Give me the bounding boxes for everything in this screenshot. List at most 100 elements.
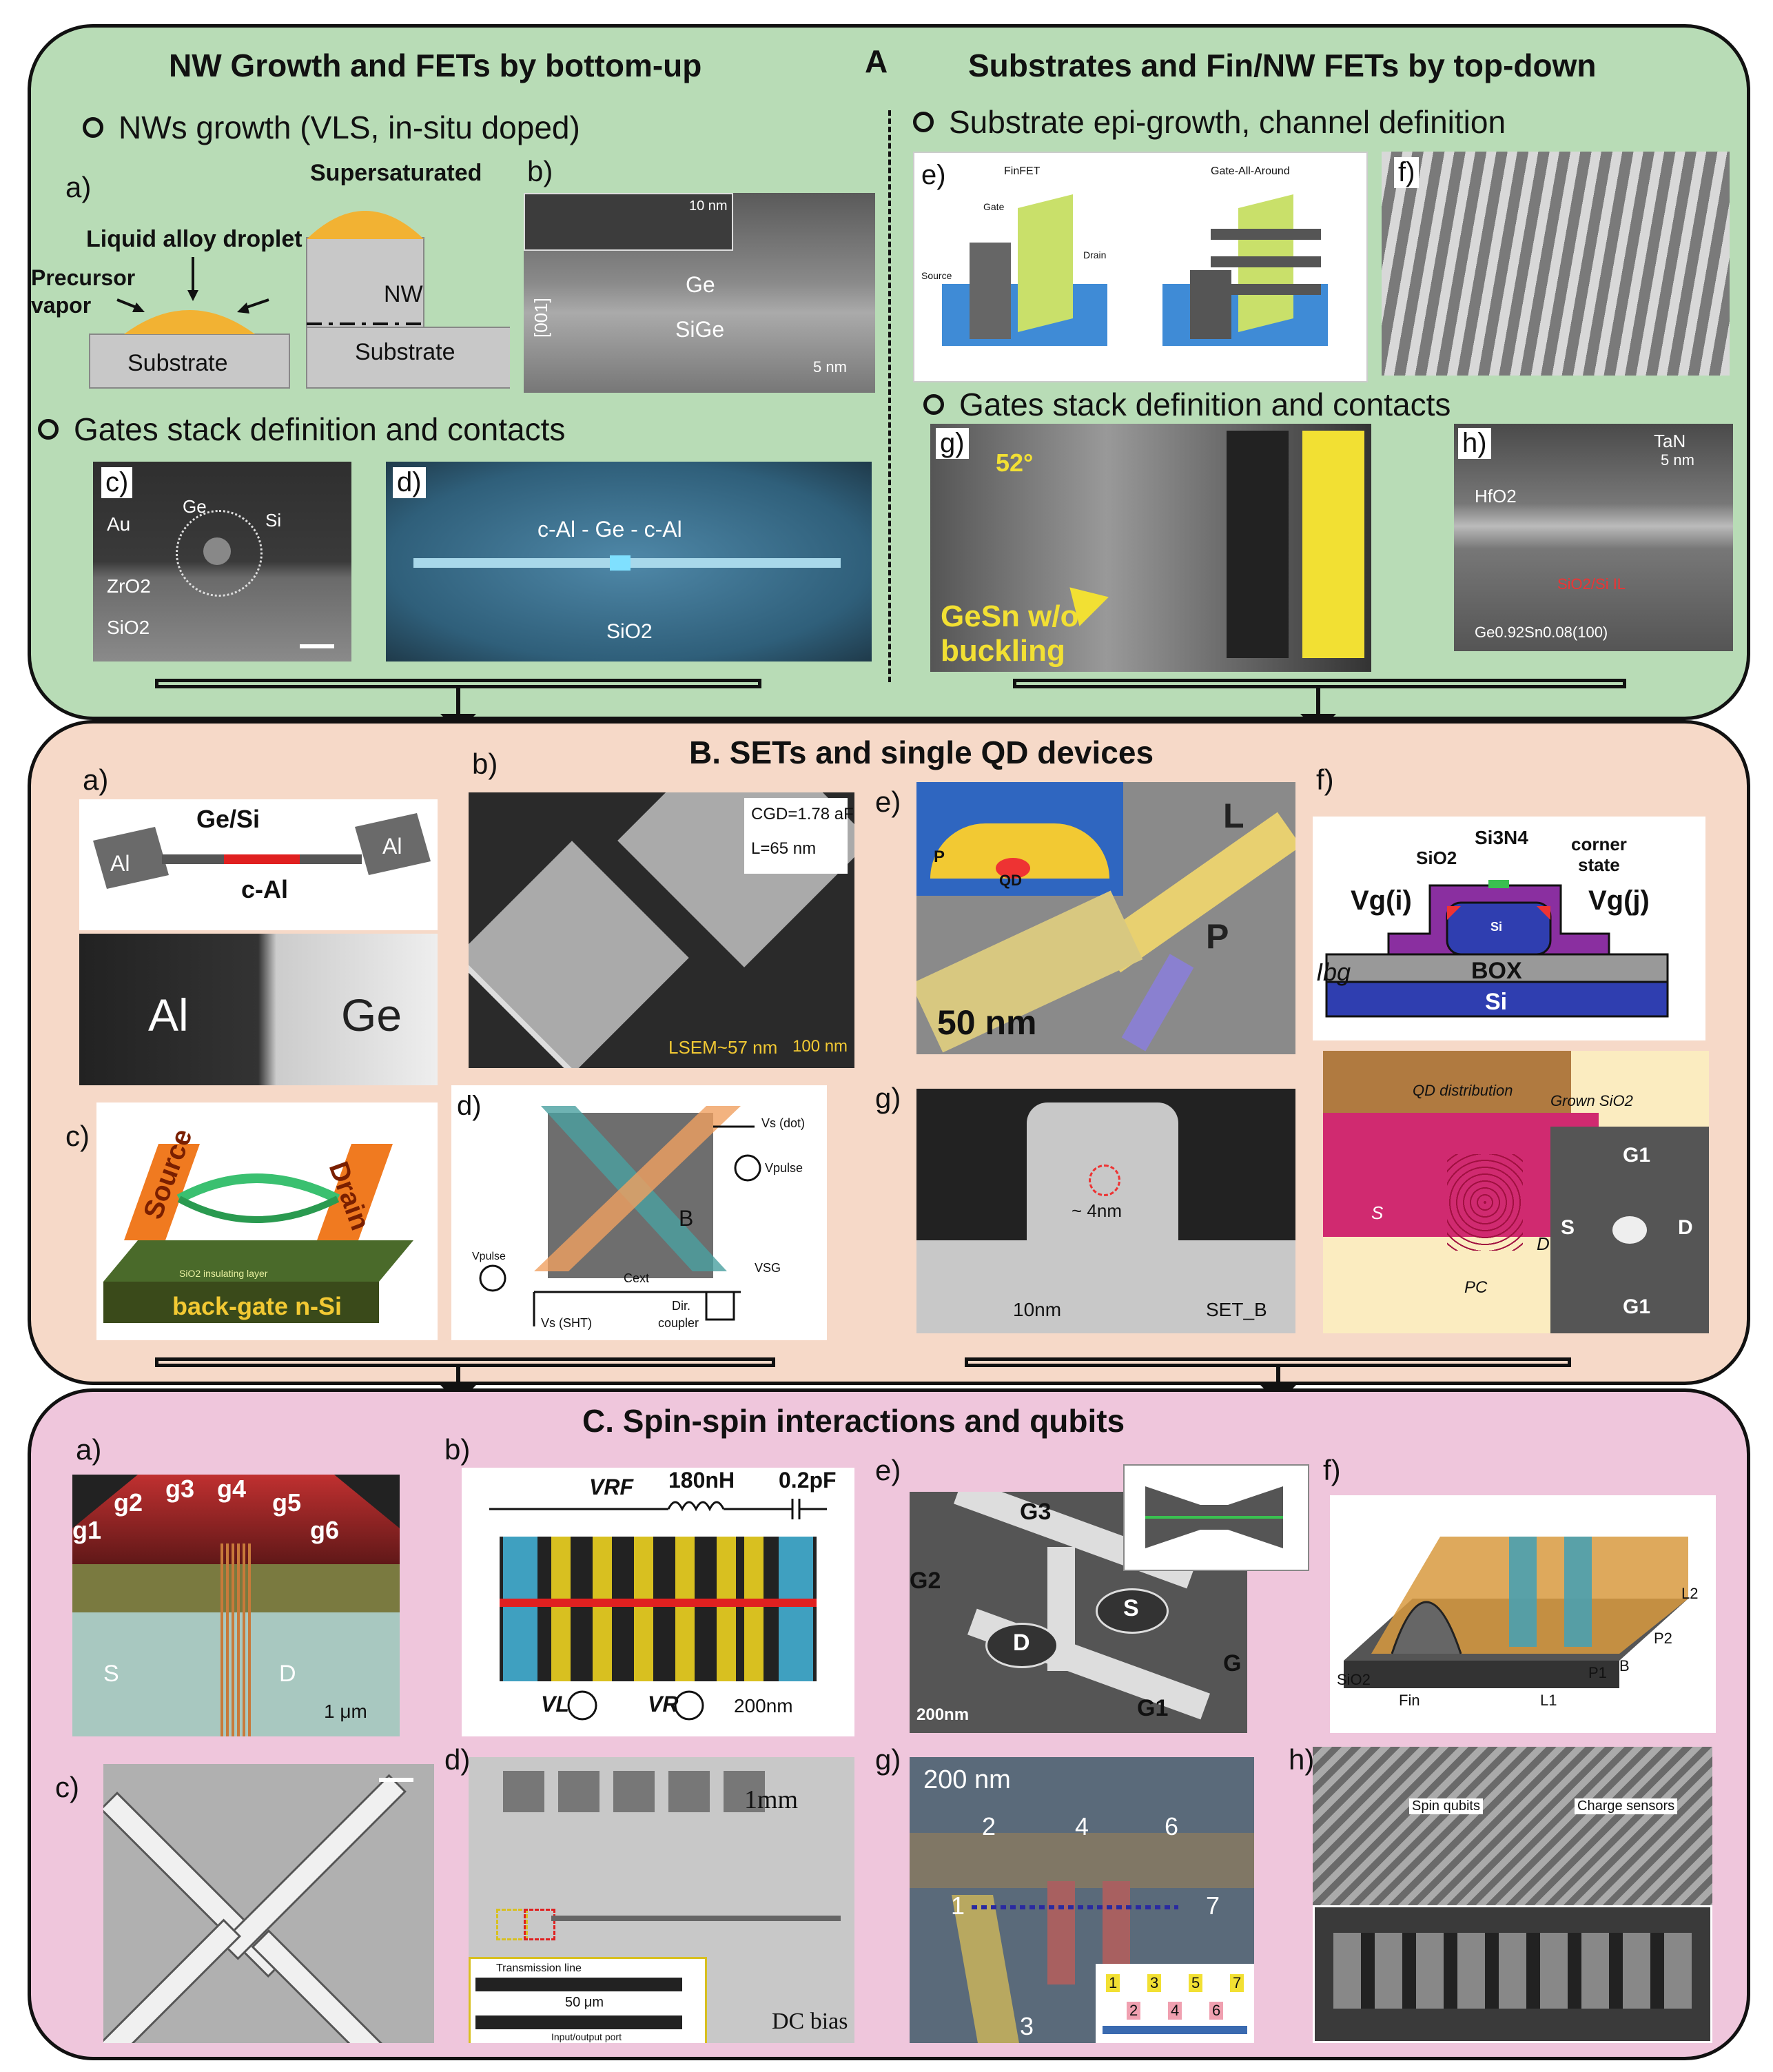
coupler-label: coupler (658, 1316, 699, 1330)
capacitor-label: 0.2pF (779, 1468, 837, 1493)
inductor-label: 180nH (668, 1468, 735, 1493)
al-label: Al (110, 851, 130, 876)
box-label: BOX (1471, 958, 1522, 984)
subheading-gates-left: Gates stack definition and contacts (38, 411, 565, 448)
gesn-label: GeSn w/o (941, 599, 1079, 633)
vapor-label: vapor (31, 293, 92, 318)
gate-array-false-color-image: 200 nm 2 4 6 1 7 3 1 3 5 7 2 4 6 (910, 1757, 1254, 2043)
connector-stem (456, 688, 460, 715)
panel-b-e-label: e) (875, 786, 901, 818)
source-label: Source (921, 270, 952, 281)
state-label: state (1578, 854, 1620, 875)
bullet-icon (38, 418, 59, 440)
g1-label: G1 (1137, 1695, 1169, 1721)
g6-label: g6 (310, 1516, 340, 1544)
g-label: G (1223, 1650, 1242, 1676)
panel-c-h-label: h) (1289, 1743, 1315, 1776)
inset-2-label: 2 (1127, 2002, 1141, 2020)
insulating-layer-label: SiO2 insulating layer (179, 1268, 268, 1279)
connector-stem (1276, 1366, 1280, 1387)
inset-3-label: 3 (1147, 1974, 1162, 1992)
connector-stem (456, 1366, 460, 1387)
g2-label: G2 (910, 1568, 941, 1594)
fin-array-sem-image: f) (1382, 152, 1730, 376)
length-label: 50 μm (565, 1995, 604, 2010)
g3-label: G3 (1020, 1499, 1052, 1525)
vpulse-label: Vpulse (472, 1251, 506, 1262)
connector-bar (155, 679, 761, 688)
vsg-label: VSG (755, 1261, 781, 1275)
al-ge-device-schematic: Ge/Si Al Al c-Al (79, 799, 438, 930)
axis-label: [001] (531, 298, 551, 338)
sio2-label: SiO2 (107, 617, 150, 638)
subheading-gates-right: Gates stack definition and contacts (923, 386, 1451, 423)
scale-label: 10nm (1013, 1299, 1062, 1320)
l1-label: L1 (1540, 1692, 1557, 1709)
panel-a-f-label: f) (1394, 157, 1420, 188)
pc-label: PC (1464, 1278, 1488, 1297)
cal-label: c-Al (241, 875, 289, 903)
inset-4-label: 4 (1168, 2002, 1182, 2020)
sio2-label: SiO2 (606, 620, 653, 643)
ge-label: Ge (183, 496, 207, 517)
g2-label: g2 (114, 1488, 143, 1517)
port-label: Input/output port (551, 2031, 622, 2042)
s-label: S (1123, 1595, 1139, 1621)
qd-label: QD (999, 872, 1022, 889)
buckling-label: buckling (941, 634, 1065, 668)
panel-c-e-label: e) (875, 1454, 901, 1486)
crossed-nanowire-image (103, 1764, 434, 2043)
inset-5-label: 5 (1189, 1974, 1203, 1992)
si-label: Si (1490, 920, 1503, 934)
section-b-title: B. SETs and single QD devices (689, 735, 1154, 770)
vgi-label: Vg(i) (1351, 885, 1412, 916)
device-inset-schematic (1123, 1464, 1309, 1571)
inset-7-label: 7 (1230, 1974, 1244, 1992)
panel-c-a-label: a) (76, 1433, 102, 1466)
scale-label: 200 nm (923, 1765, 1011, 1794)
bullet-icon (83, 116, 103, 138)
l-label: L (1223, 797, 1244, 835)
al-label: Al (382, 834, 402, 859)
subheading-substrate: Substrate epi-growth, channel definition (913, 103, 1506, 141)
s-label: S (1561, 1216, 1575, 1239)
inset-6-label: 6 (1209, 2002, 1224, 2020)
spin-qubit-chip-image: Spin qubits Charge sensors (1313, 1747, 1712, 2043)
l2-label: L2 (1681, 1585, 1699, 1602)
grown-sio2-label: Grown SiO2 (1550, 1092, 1633, 1109)
panel-b-g-label: g) (875, 1082, 901, 1114)
panel-a-e-label: e) (921, 160, 946, 190)
panel-a-g-label: g) (936, 428, 969, 459)
ibg-label: Ibg (1316, 958, 1351, 986)
gate-array-sem-image: g1 g2 g3 g4 g5 g6 S D 1 μm (72, 1475, 400, 1736)
gate-label: Gate (983, 201, 1005, 212)
scale-label: 200nm (916, 1705, 970, 1724)
gate-1-label: 1 (951, 1891, 965, 1920)
al-ge-interface-image: Al Ge (79, 934, 438, 1085)
tan-label: TaN (1654, 431, 1686, 451)
cal-ge-cal-label: c-Al - Ge - c-Al (537, 517, 682, 542)
supersaturated-label: Supersaturated (310, 160, 482, 186)
subheading-text: NWs growth (VLS, in-situ doped) (119, 110, 580, 145)
scale-label: 1mm (744, 1785, 799, 1814)
section-a-divider (888, 110, 891, 682)
scale-label: 10 nm (689, 198, 728, 214)
rf-readout-circuit: VRF 180nH 0.2pF VL VR 200nm (462, 1468, 854, 1736)
gate-3-label: 3 (1020, 2012, 1034, 2040)
subheading-nw-growth: NWs growth (VLS, in-situ doped) (83, 109, 580, 146)
gesi-label: Ge/Si (196, 805, 260, 833)
fin-label: Fin (1399, 1692, 1420, 1709)
angle-label: 52° (996, 449, 1034, 477)
si3n4-label: Si3N4 (1475, 827, 1528, 848)
cext-label: Cext (624, 1271, 650, 1285)
inset-1-label: 1 (1106, 1974, 1120, 1992)
set-sem-image: CGD=1.78 aF L=65 nm LSEM~57 nm 100 nm (469, 792, 854, 1068)
connector-bar (1013, 679, 1626, 688)
vpulse-label: Vpulse (765, 1161, 803, 1175)
gaa-label: Gate-All-Around (1211, 165, 1290, 177)
qd-distribution-label: QD distribution (1413, 1082, 1513, 1099)
set-tem-image: ~ 4nm 10nm SET_B (916, 1089, 1295, 1333)
gesn-stack-sem-image: g) 52° GeSn w/o buckling (930, 424, 1371, 672)
d-label: D (1537, 1233, 1550, 1254)
g4-label: g4 (217, 1475, 247, 1503)
